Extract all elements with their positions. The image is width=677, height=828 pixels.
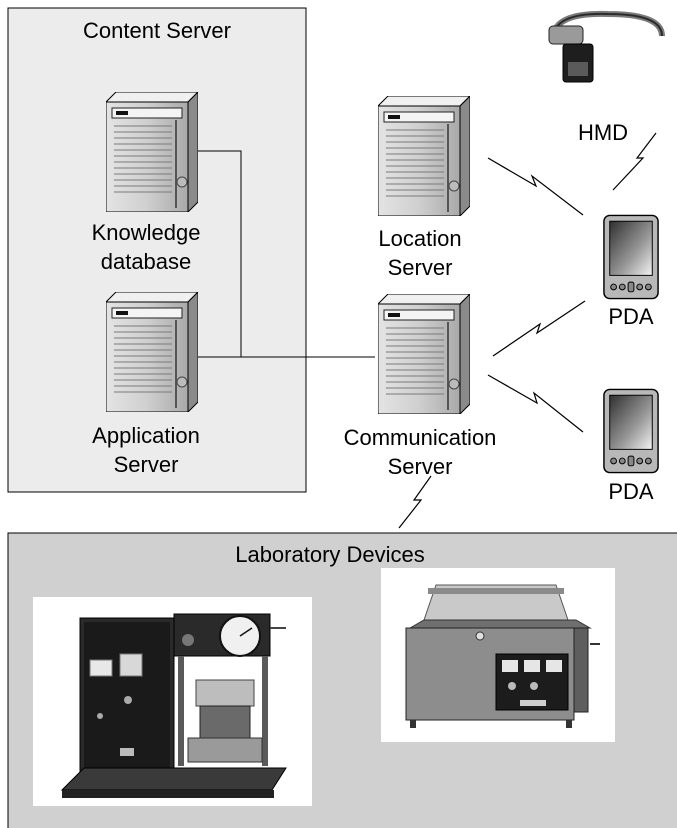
pda-top-label: PDA — [608, 304, 654, 329]
knowledge-to-communication-line — [198, 150, 242, 357]
knowledge-database-label-line2: database — [100, 249, 192, 274]
knowledge-database-server-icon — [106, 92, 198, 212]
wireless-lab-link — [398, 475, 432, 529]
pda-top-icon — [603, 214, 659, 300]
application-server-label-line2: Server — [113, 452, 179, 477]
knowledge-database-label-line1: Knowledge — [91, 220, 201, 245]
location-server-label-line1: Location — [378, 226, 462, 251]
pda-bottom-icon — [603, 388, 659, 474]
application-server-icon — [106, 292, 198, 412]
wireless-pda-communication-link — [492, 300, 586, 357]
wireless-location-pda-link — [487, 157, 584, 216]
laboratory-devices-title: Laboratory Devices — [235, 542, 425, 567]
pda-bottom-label: PDA — [608, 479, 654, 504]
lab-press-machine-image — [33, 597, 312, 806]
communication-server-icon — [378, 294, 470, 414]
communication-server-label-line2: Server — [387, 454, 453, 479]
location-server-icon — [378, 96, 470, 216]
location-server-label-line2: Server — [387, 255, 453, 280]
hmd-headset-icon — [548, 10, 665, 83]
hmd-label: HMD — [577, 120, 629, 145]
communication-server-label-line1: Communication — [343, 425, 497, 450]
application-server-label-line1: Application — [92, 423, 200, 448]
wireless-hmd-link — [612, 132, 657, 191]
wireless-communication-pda-link — [487, 374, 584, 433]
lab-bath-machine-image — [381, 568, 615, 742]
content-server-title: Content Server — [83, 18, 231, 43]
